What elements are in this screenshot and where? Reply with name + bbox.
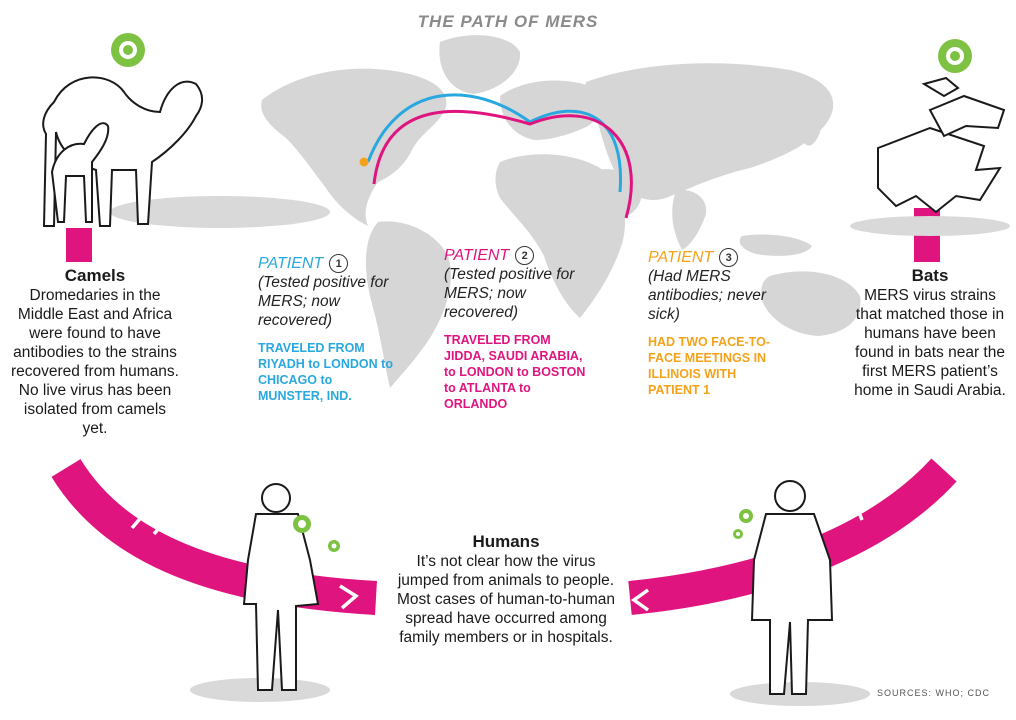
patient-1-heading: PATIENT 1 <box>258 254 398 273</box>
bat-icon <box>921 76 960 98</box>
patient-3-number-badge: 3 <box>719 248 739 267</box>
humans-title: Humans <box>472 532 540 551</box>
human-figure-right <box>730 480 870 706</box>
human-figure-left <box>190 483 330 702</box>
chevron-right-icon <box>339 584 359 610</box>
patient-1-route: TRAVELED FROM RIYADH to LONDON to CHICAG… <box>258 341 393 403</box>
camels-section: Camels Dromedaries in the Middle East an… <box>10 266 180 438</box>
patient-3-note: (Had MERS antibodies; never sick) <box>648 268 767 323</box>
virus-icon <box>733 529 743 539</box>
map-south-america <box>365 221 451 388</box>
patient-2-route: TRAVELED FROM JIDDA, SAUDI ARABIA, to LO… <box>444 333 586 411</box>
patient-2-heading: PATIENT 2 <box>444 246 594 265</box>
map-asia <box>585 63 834 201</box>
patient-2-route-arc <box>372 109 633 219</box>
patient-1-note: (Tested positive for MERS; now recovered… <box>258 274 389 329</box>
cycle-band-left <box>51 458 377 615</box>
patient-1-label: PATIENT <box>258 254 324 272</box>
virus-icon <box>739 509 753 523</box>
patient-1-card: PATIENT 1 (Tested positive for MERS; now… <box>258 254 398 404</box>
virus-icon <box>328 540 340 552</box>
patient-1-number-badge: 1 <box>329 254 349 273</box>
patient-1-route-arc <box>366 93 623 193</box>
map-japan <box>803 115 822 146</box>
bat-icon <box>877 126 1002 214</box>
virus-icon <box>938 39 972 73</box>
virus-icon <box>293 515 311 533</box>
patient-3-card: PATIENT 3 (Had MERS antibodies; never si… <box>648 248 778 398</box>
bats-title: Bats <box>911 266 949 285</box>
camels-title: Camels <box>64 266 126 285</box>
patient-2-number-badge: 2 <box>515 246 535 265</box>
map-africa <box>495 154 626 318</box>
patient-3-route: HAD TWO FACE-TO-FACE MEETINGS IN ILLINOI… <box>648 335 770 397</box>
chevron-right-icon <box>127 502 147 530</box>
patient-2-label: PATIENT <box>444 246 510 264</box>
chevron-left-icon <box>630 588 650 612</box>
world-map <box>261 35 861 388</box>
camel-shadow <box>110 196 330 228</box>
adult-camel <box>42 76 203 227</box>
bats-description: MERS virus strains that matched those in… <box>854 287 1006 399</box>
patient-3-heading: PATIENT 3 <box>648 248 778 267</box>
humans-description: It’s not clear how the virus jumped from… <box>397 553 615 646</box>
patient-3-label: PATIENT <box>648 248 714 266</box>
map-india <box>672 189 707 250</box>
bat-icon <box>928 94 1006 138</box>
camels-description: Dromedaries in the Middle East and Afric… <box>11 287 179 437</box>
baby-camel <box>50 122 110 223</box>
bats-illustration <box>850 76 1010 236</box>
patient-2-note: (Tested positive for MERS; now recovered… <box>444 266 575 321</box>
bat-shadow <box>850 216 1010 236</box>
patient-3-location-dot <box>359 157 369 167</box>
map-australia <box>761 271 861 336</box>
virus-icon <box>111 33 145 67</box>
humans-section: Humans It’s not clear how the virus jump… <box>392 532 620 647</box>
map-indonesia <box>739 234 812 256</box>
map-greenland <box>439 35 521 94</box>
chevron-right-icon <box>149 508 169 536</box>
camel-illustration <box>42 76 330 228</box>
bats-section: Bats MERS virus strains that matched tho… <box>852 266 1008 400</box>
map-europe <box>500 80 602 140</box>
patient-2-card: PATIENT 2 (Tested positive for MERS; now… <box>444 246 594 412</box>
page-title: THE PATH OF MERS <box>417 12 599 31</box>
sources-credit: SOURCES: WHO; CDC <box>876 688 990 698</box>
chevron-up-icon <box>840 501 864 521</box>
map-north-america <box>261 68 447 226</box>
camel-connector-bar <box>66 228 92 262</box>
